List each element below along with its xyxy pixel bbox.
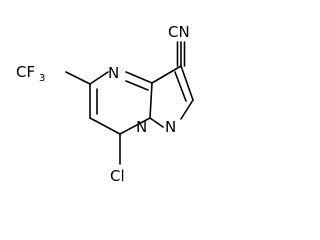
pyrazole-n-label: N bbox=[165, 118, 176, 136]
ring-bond bbox=[119, 117, 151, 135]
ring-bond bbox=[89, 71, 109, 85]
atom-label-group: CN CF 3 N N N Cl bbox=[16, 23, 190, 185]
ring-bond bbox=[151, 65, 182, 84]
ring-bond bbox=[89, 117, 121, 135]
bridgehead-n-label: N bbox=[136, 118, 147, 136]
ring-bond bbox=[125, 71, 153, 84]
ring-bond bbox=[180, 65, 194, 101]
ring-bond bbox=[149, 117, 164, 128]
pyrimidine-n-label: N bbox=[108, 64, 119, 82]
cf3-label: CF bbox=[16, 63, 35, 81]
chemical-structure-diagram: CN CF 3 N N N Cl bbox=[16, 23, 194, 185]
ring-bond bbox=[180, 99, 194, 120]
ring-bond bbox=[174, 71, 187, 102]
chlorine-label: Cl bbox=[110, 167, 125, 185]
cf3-subscript: 3 bbox=[39, 73, 45, 84]
nitrile-label: CN bbox=[168, 23, 190, 41]
bond-group bbox=[65, 41, 194, 165]
ring-bond bbox=[149, 82, 153, 119]
cf3-bond bbox=[65, 71, 91, 85]
ring-bond bbox=[125, 80, 149, 91]
